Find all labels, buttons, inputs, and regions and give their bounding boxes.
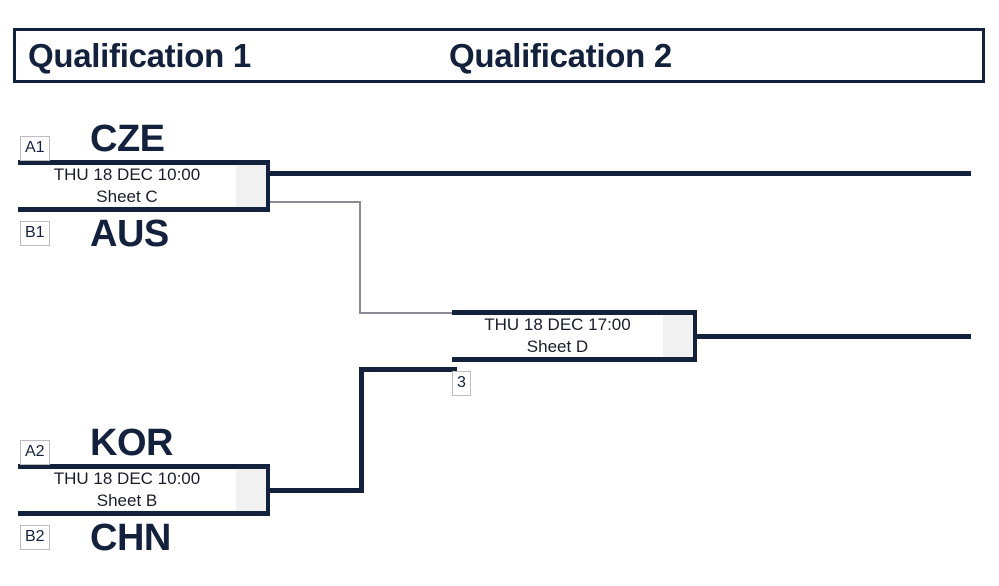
match-info-q2-final: THU 18 DEC 17:00 Sheet D: [452, 315, 663, 357]
match-info-q1-bottom: THU 18 DEC 10:00 Sheet B: [18, 469, 236, 511]
match-box-q1-bottom[interactable]: THU 18 DEC 10:00 Sheet B: [18, 464, 270, 516]
match-datetime-q2-final: THU 18 DEC 17:00: [484, 315, 631, 334]
connector-q1-bottom-winner-h1: [268, 488, 364, 493]
round-headers-bar: Qualification 1 Qualification 2: [13, 28, 985, 83]
connector-q1-bottom-winner-h2: [359, 367, 457, 372]
match-sheet-q2-final: Sheet D: [526, 337, 589, 356]
team-name-kor: KOR: [90, 422, 173, 464]
winner-cell-q1-bottom: [236, 469, 266, 511]
seed-badge-b1: B1: [20, 221, 50, 246]
connector-q1-top-winner: [268, 171, 971, 176]
match-datetime-q1-top: THU 18 DEC 10:00: [53, 165, 201, 184]
winner-cell-q1-top: [236, 165, 266, 207]
match-sheet-q1-bottom: Sheet B: [96, 491, 158, 510]
seed-badge-a1: A1: [20, 136, 50, 161]
team-name-aus: AUS: [90, 213, 169, 255]
seed-badge-a2: A2: [20, 440, 50, 465]
team-name-cze: CZE: [90, 118, 165, 160]
connector-q1-bottom-winner-v: [359, 367, 364, 493]
match-sheet-q1-top: Sheet C: [96, 187, 158, 206]
connector-q2-final-winner: [694, 334, 971, 339]
match-info-q1-top: THU 18 DEC 10:00 Sheet C: [18, 165, 236, 207]
match-datetime-q1-bottom: THU 18 DEC 10:00: [53, 469, 201, 488]
connector-q1-top-loser-h2: [359, 312, 455, 314]
match-box-q1-top[interactable]: THU 18 DEC 10:00 Sheet C: [18, 160, 270, 212]
match-box-q2-final[interactable]: THU 18 DEC 17:00 Sheet D: [452, 310, 697, 362]
match-number-badge-3: 3: [452, 371, 471, 396]
seed-badge-b2: B2: [20, 525, 50, 550]
winner-cell-q2-final: [663, 315, 693, 357]
team-name-chn: CHN: [90, 517, 171, 559]
connector-q1-top-loser-v: [359, 201, 361, 314]
watermark: [430, 540, 680, 580]
round-header-qualification-2: Qualification 2: [449, 36, 672, 74]
round-header-qualification-1: Qualification 1: [28, 36, 251, 74]
connector-q1-top-loser-h1: [268, 201, 361, 203]
